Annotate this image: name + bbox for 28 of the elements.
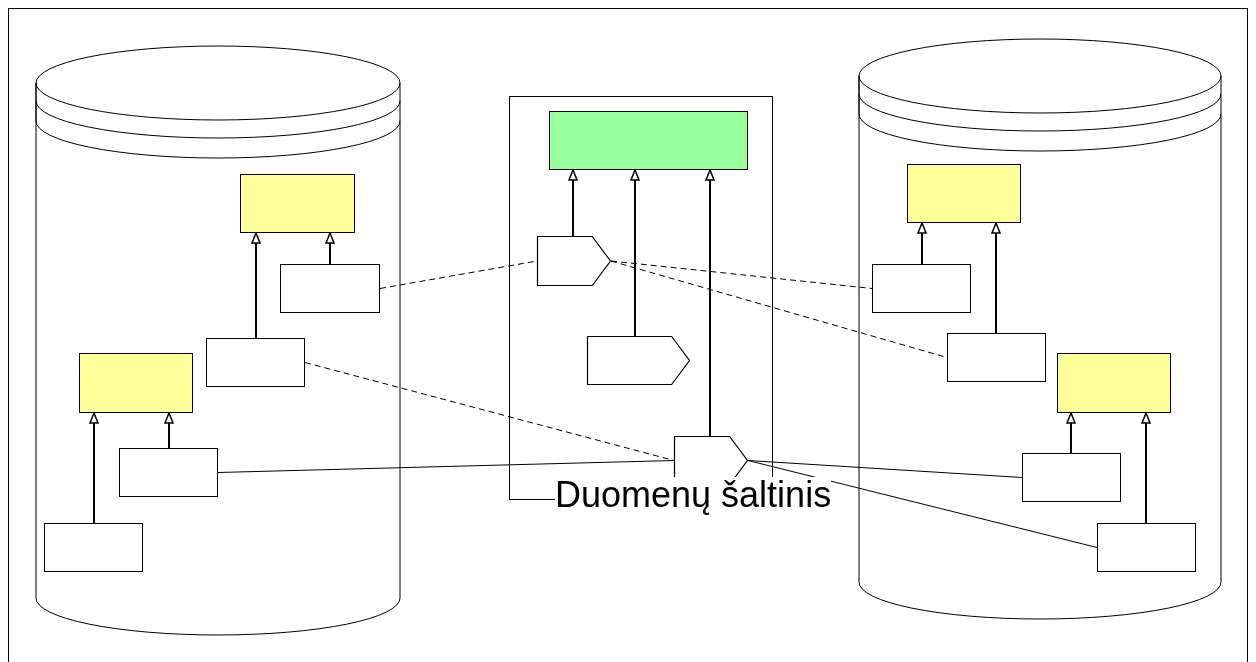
entity-box	[1022, 453, 1121, 502]
entity-box	[44, 523, 143, 572]
arrow	[991, 222, 1001, 334]
arrow	[164, 412, 174, 449]
arrow	[1141, 412, 1151, 524]
shaded-box	[79, 353, 193, 413]
shaded-box	[907, 164, 1021, 223]
connector-line	[747, 460, 1098, 548]
dashed-connector	[610, 260, 873, 289]
arrow	[705, 169, 715, 437]
entity-box	[206, 338, 305, 387]
entity-box	[119, 448, 218, 497]
arrow	[325, 232, 335, 265]
shaded-box	[240, 174, 355, 233]
arrow	[630, 169, 640, 337]
entity-box	[280, 264, 380, 313]
entity-box	[947, 333, 1046, 382]
arrow	[568, 169, 578, 237]
arrow	[251, 232, 261, 339]
connector-line	[217, 460, 675, 473]
arrow	[89, 412, 99, 524]
arrow	[1066, 412, 1076, 454]
entity-box	[1097, 523, 1196, 572]
arrow	[917, 222, 927, 265]
shaded-box	[1057, 353, 1171, 413]
entity-box	[872, 264, 971, 313]
dashed-connector	[304, 362, 675, 461]
shaded-box	[549, 111, 748, 170]
